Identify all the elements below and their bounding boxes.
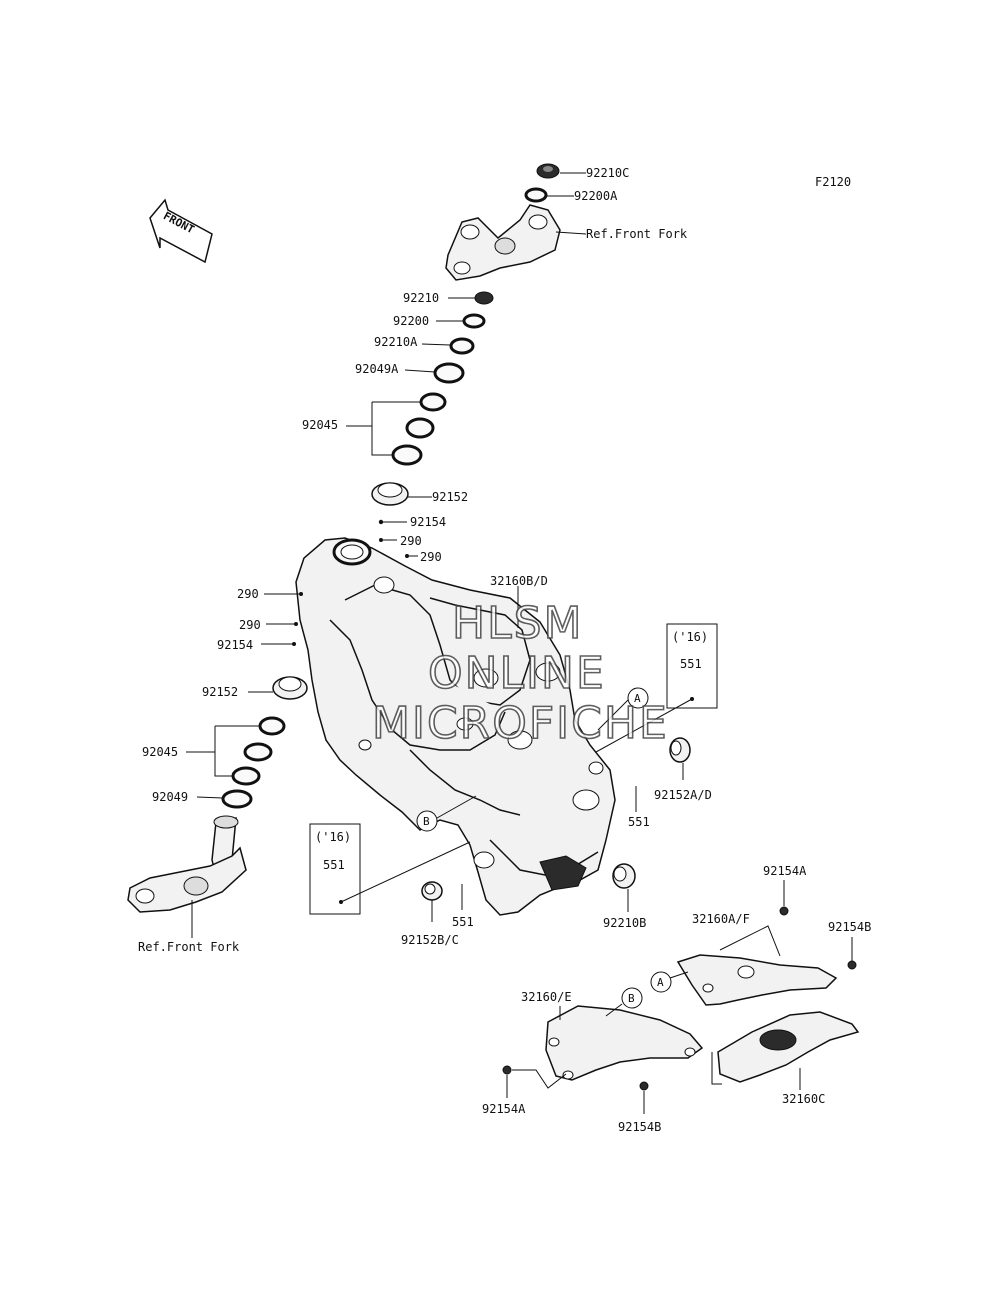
callout-290-d: 290 (239, 618, 261, 632)
collar-left-icon (421, 881, 443, 901)
callout-ref-front-fork-bottom: Ref.Front Fork (138, 940, 240, 954)
callout-92152-top: 92152 (432, 490, 468, 504)
bolt-icon (779, 906, 789, 916)
callout-92049A: 92049A (355, 362, 399, 376)
callout-ref-front-fork-top: Ref.Front Fork (586, 227, 688, 241)
steering-stem-lower-clamp-icon (127, 815, 247, 913)
bolt-lower-mid-icon (639, 1081, 649, 1091)
callout-92154A-top: 92154A (763, 864, 807, 878)
collar-right-icon (669, 737, 691, 763)
callout-92045-top: 92045 (302, 418, 338, 432)
callout-92210B: 92210B (603, 916, 646, 930)
callout-32160E: 32160/E (521, 990, 572, 1004)
ref-circle-B-frame: B (423, 815, 430, 828)
callout-92154B-bottom: 92154B (618, 1120, 661, 1134)
bearing-race-lower-icon (391, 444, 423, 466)
watermark-line3: MICROFICHE (372, 698, 669, 749)
bolt-right-icon (847, 960, 857, 970)
year-note-right-box (666, 623, 718, 709)
bearing-race-upper-icon (419, 392, 447, 412)
callout-92210A: 92210A (374, 335, 418, 349)
callout-92210: 92210 (403, 291, 439, 305)
frame-cover-A-icon (676, 954, 838, 1006)
main-frame-icon (295, 537, 616, 916)
steering-nut-icon (449, 337, 475, 355)
year-note-left-box (309, 823, 361, 915)
lower-bearing-icon (243, 742, 273, 762)
stem-nut-icon (536, 163, 560, 179)
callout-32160AF: 32160A/F (692, 912, 750, 926)
frame-cover-B-icon (545, 1005, 704, 1081)
callout-290-a: 290 (400, 534, 422, 548)
upper-seal-icon (433, 362, 465, 384)
callout-92154-top: 92154 (410, 515, 446, 529)
lower-race-top-icon (258, 716, 286, 736)
callout-290-c: 290 (237, 587, 259, 601)
lower-race-bottom-icon (231, 766, 261, 786)
watermark: HLSM ONLINE MICROFICHE (371, 597, 669, 750)
upper-triple-clamp-icon (445, 204, 561, 281)
callout-92200A: 92200A (574, 189, 618, 203)
callout-32160C: 32160C (782, 1092, 825, 1106)
callout-92200: 92200 (393, 314, 429, 328)
callout-92152AD: 92152A/D (654, 788, 712, 802)
year-note-right: ('16) (672, 630, 708, 644)
head-bearing-cup-top-icon (371, 482, 409, 506)
callout-551-bottom: 551 (452, 915, 474, 929)
callout-92049: 92049 (152, 790, 188, 804)
bolt-lower-left-icon (502, 1065, 512, 1075)
head-bearing-cup-bottom-icon (272, 676, 308, 700)
bearing-upper-icon (405, 417, 435, 439)
callout-551-left: 551 (323, 858, 345, 872)
callout-92210C: 92210C (586, 166, 629, 180)
callout-92152-left: 92152 (202, 685, 238, 699)
washer-icon (524, 187, 548, 203)
figure-code: F2120 (815, 175, 851, 189)
front-direction-arrow-icon: FRONT (149, 198, 213, 264)
lower-seal-icon (221, 789, 253, 809)
callout-551-right: 551 (680, 657, 702, 671)
year-note-left: ('16) (315, 830, 351, 844)
callout-92154A-bottom: 92154A (482, 1102, 526, 1116)
ref-circle-A-cover: A (657, 976, 664, 989)
callout-551-mid: 551 (628, 815, 650, 829)
callout-92152BC: 92152B/C (401, 933, 459, 947)
callout-92045-left: 92045 (142, 745, 178, 759)
callout-92154-left: 92154 (217, 638, 253, 652)
pivot-nut-icon (612, 863, 636, 889)
watermark-line1: HLSM (452, 598, 584, 649)
claw-washer-icon (462, 313, 486, 329)
frame-cover-C-icon (717, 1011, 860, 1083)
locknut-icon (474, 291, 494, 305)
callout-290-b: 290 (420, 550, 442, 564)
callout-32160BD: 32160B/D (490, 574, 548, 588)
ref-circle-B-cover: B (628, 992, 635, 1005)
ref-circle-A-frame: A (634, 692, 641, 705)
callout-92154B-right: 92154B (828, 920, 871, 934)
watermark-line2: ONLINE (428, 648, 606, 699)
